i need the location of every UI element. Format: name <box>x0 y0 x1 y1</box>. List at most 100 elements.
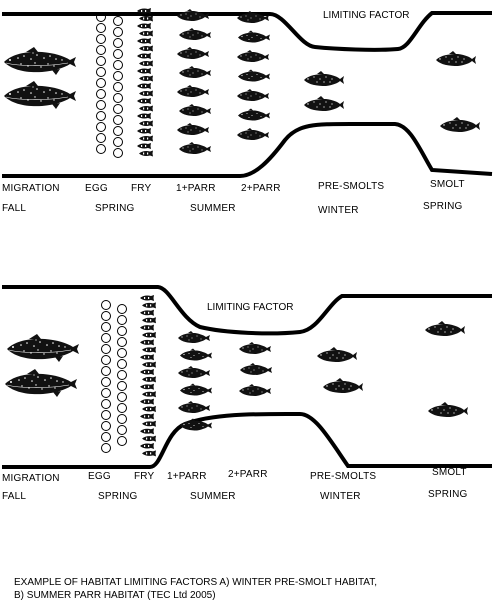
fry-icon <box>137 113 151 119</box>
limiting-factor-label: LIMITING FACTOR <box>323 10 410 21</box>
season-label-spring-smolt: SPRING <box>423 201 463 212</box>
habitat-boundary-bottom <box>2 122 493 178</box>
fry-icon <box>139 30 153 37</box>
habitat-boundary-top <box>2 285 492 336</box>
egg-icon <box>113 126 123 136</box>
fry-group <box>140 295 156 457</box>
fry-icon <box>139 150 153 157</box>
salmon-icon <box>436 51 476 66</box>
fry-icon <box>142 317 156 324</box>
fry-icon <box>142 391 156 398</box>
stage-label-1-parr: 1+PARR <box>167 471 207 482</box>
egg-icon <box>117 359 127 369</box>
stage-label-fry: FRY <box>134 471 155 482</box>
fry-icon <box>137 53 151 59</box>
stage-label-pre-smolts: PRE-SMOLTS <box>318 181 384 192</box>
fry-icon <box>142 376 156 383</box>
caption-line-2: B) SUMMER PARR HABITAT (TEC Ltd 2005) <box>14 590 216 601</box>
season-label-spring: SPRING <box>95 203 135 214</box>
fry-icon <box>140 443 154 449</box>
salmon-icon <box>317 347 357 362</box>
egg-group <box>96 12 123 158</box>
egg-icon <box>113 38 123 48</box>
egg-icon <box>117 414 127 424</box>
egg-icon <box>113 27 123 37</box>
salmon-icon <box>6 333 80 363</box>
parr-icon <box>237 89 269 101</box>
fry-icon <box>140 309 154 316</box>
egg-icon <box>113 49 123 59</box>
fry-icon <box>140 428 154 435</box>
salmon-icon <box>304 96 344 111</box>
egg-icon <box>96 122 106 132</box>
season-label-spring-smolt: SPRING <box>428 489 468 500</box>
egg-icon <box>113 71 123 81</box>
egg-icon <box>117 348 127 358</box>
panel-a: LIMITING FACTOR MIGRATION EGG FRY 1+PARR… <box>2 8 493 216</box>
panel-b: LIMITING FACTOR MIGRATION EGG FRY 1+PARR… <box>2 285 492 502</box>
egg-icon <box>117 425 127 435</box>
egg-group <box>101 300 127 453</box>
salmon-icon <box>425 321 465 336</box>
stage-label-egg: EGG <box>85 183 108 194</box>
salmon-icon <box>304 71 344 86</box>
fry-icon <box>140 383 154 390</box>
fry-icon <box>142 420 156 427</box>
egg-icon <box>113 60 123 70</box>
parr-icon <box>239 342 271 354</box>
season-label-winter: WINTER <box>318 205 359 216</box>
parr-icon <box>178 366 210 378</box>
fry-icon <box>139 60 153 67</box>
parr-icon <box>238 69 270 82</box>
stage-label-2-parr: 2+PARR <box>228 469 268 480</box>
egg-icon <box>113 104 123 114</box>
stage-label-2-parr: 2+PARR <box>241 183 281 194</box>
parr-icon <box>179 28 211 40</box>
fry-icon <box>137 23 151 29</box>
parr-icon <box>179 66 211 78</box>
egg-icon <box>113 93 123 103</box>
egg-icon <box>96 78 106 88</box>
egg-icon <box>96 23 106 33</box>
fry-icon <box>142 361 156 368</box>
fry-icon <box>142 346 156 353</box>
parr-1-group <box>177 9 211 154</box>
stage-label-pre-smolts: PRE-SMOLTS <box>310 471 376 482</box>
salmon-icon <box>440 117 480 132</box>
fry-icon <box>137 128 151 134</box>
stage-label-smolt: SMOLT <box>432 467 467 478</box>
season-label-summer: SUMMER <box>190 491 236 502</box>
fry-icon <box>139 75 153 82</box>
season-label-spring: SPRING <box>98 491 138 502</box>
fry-icon <box>137 38 151 44</box>
egg-icon <box>101 421 111 431</box>
parr-icon <box>179 142 211 154</box>
fry-icon <box>140 295 154 301</box>
parr-icon <box>237 50 269 62</box>
fry-icon <box>140 398 154 405</box>
egg-icon <box>101 311 111 321</box>
egg-icon <box>117 403 127 413</box>
egg-icon <box>96 34 106 44</box>
egg-icon <box>113 137 123 147</box>
egg-icon <box>101 366 111 376</box>
parr-icon <box>177 123 209 135</box>
egg-icon <box>101 300 111 310</box>
stage-label-migration: MIGRATION <box>2 473 60 484</box>
fry-icon <box>139 15 153 22</box>
egg-icon <box>96 56 106 66</box>
egg-icon <box>96 67 106 77</box>
fry-icon <box>140 354 154 361</box>
limiting-factor-label: LIMITING FACTOR <box>207 302 294 313</box>
season-label-fall: FALL <box>2 203 26 214</box>
stage-label-1-parr: 1+PARR <box>176 183 216 194</box>
egg-icon <box>101 399 111 409</box>
parr-icon <box>180 348 212 361</box>
egg-icon <box>101 355 111 365</box>
parr-1-group <box>178 331 212 431</box>
fry-icon <box>137 98 151 104</box>
egg-icon <box>113 115 123 125</box>
parr-icon <box>179 104 211 116</box>
stage-label-migration: MIGRATION <box>2 183 60 194</box>
